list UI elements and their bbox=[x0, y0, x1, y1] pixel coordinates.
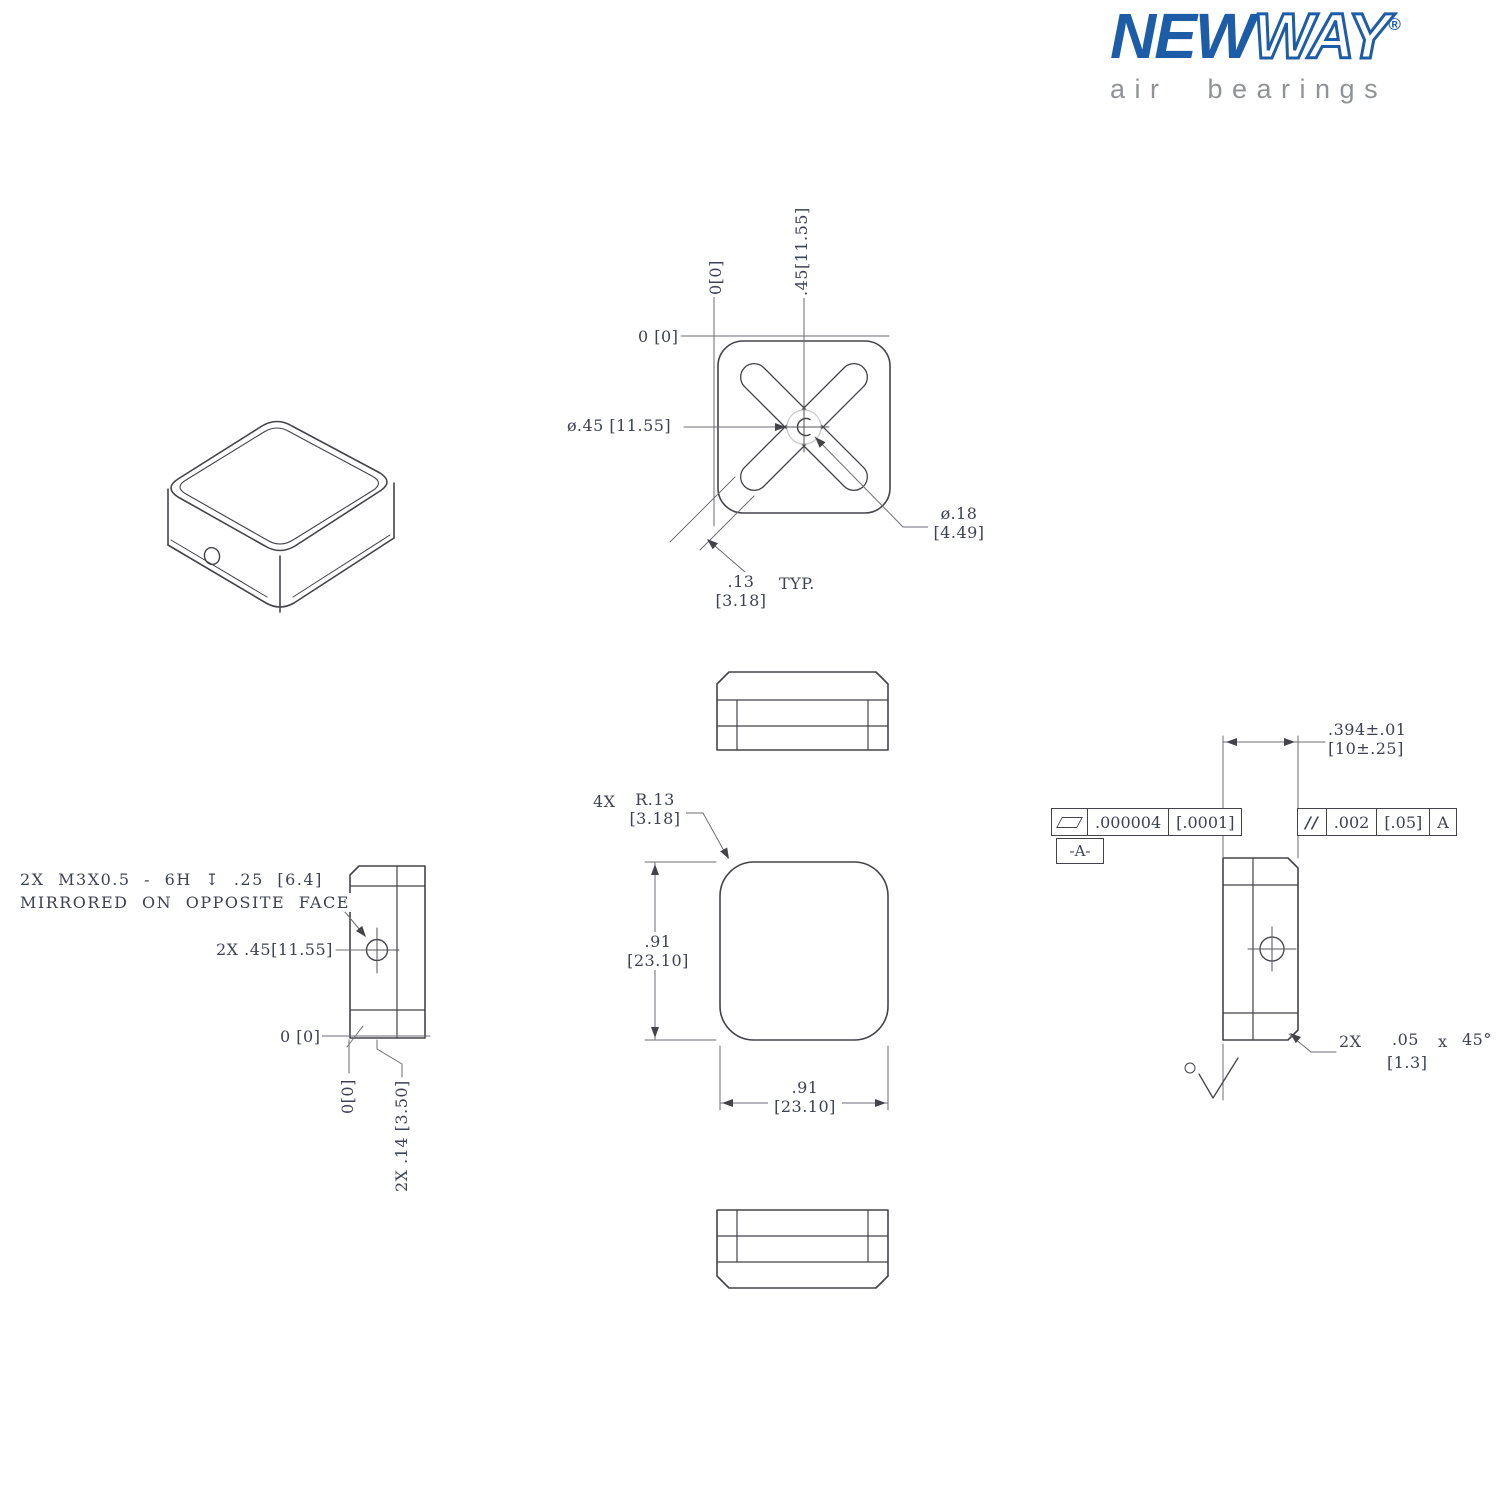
leftview-hole-offset: 2X .14 [3.50] bbox=[392, 1078, 412, 1194]
chamfer-qty: 2X bbox=[1337, 1032, 1364, 1052]
planview-height-dim: .91 [23.10] bbox=[625, 932, 691, 971]
isometric-view-lines bbox=[167, 420, 395, 613]
rightview-thickness-dim: .394±.01 [10±.25] bbox=[1326, 720, 1407, 759]
logo-way-text: WAY bbox=[1252, 0, 1392, 72]
parallelism-control-frame: // .002 [.05] A bbox=[1297, 808, 1457, 836]
chamfer-size: .05 bbox=[1390, 1030, 1421, 1050]
right-view-dimension-lines bbox=[1222, 735, 1337, 1101]
surface-finish-icon bbox=[1184, 1057, 1239, 1099]
topview-ordinate-zero-vertical: 0[0] bbox=[706, 258, 726, 297]
topview-ordinate-zero-horizontal: 0 [0] bbox=[636, 327, 681, 347]
dimension-arrowheads bbox=[355, 423, 1301, 1107]
back-view-lines bbox=[716, 1209, 889, 1289]
topview-counterbore-dia: ø.45 [11.55] bbox=[565, 416, 674, 436]
topview-hole-x-position: .45[11.55] bbox=[792, 205, 812, 298]
right-view-lines bbox=[1222, 857, 1299, 1041]
flatness-icon bbox=[1052, 809, 1087, 835]
left-view-lines bbox=[349, 865, 426, 1039]
leftview-ordinate-zero-vertical: 0[0] bbox=[338, 1077, 358, 1116]
plan-view-lines bbox=[719, 861, 889, 1041]
target-crosshair-icon bbox=[1247, 926, 1297, 972]
planview-width-dim: .91 [23.10] bbox=[768, 1078, 842, 1117]
chamfer-by: x bbox=[1436, 1032, 1450, 1052]
flatness-value-mm: [.0001] bbox=[1168, 809, 1241, 835]
newway-logo: NEWWAY® air bearings bbox=[1110, 3, 1401, 105]
leftview-thread-note: 2X M3X0.5 - 6H ↧ .25 [6.4] bbox=[18, 870, 325, 890]
flatness-value: .000004 bbox=[1087, 809, 1168, 835]
flatness-control-frame: .000004 [.0001] bbox=[1051, 808, 1243, 836]
parallelism-value: .002 bbox=[1325, 809, 1377, 835]
leftview-thread-note-2: MIRRORED ON OPPOSITE FACE bbox=[18, 893, 352, 913]
logo-tagline: air bearings bbox=[1110, 74, 1388, 104]
parallelism-icon: // bbox=[1305, 812, 1319, 832]
chamfer-angle: 45° bbox=[1460, 1030, 1494, 1050]
logo-new-text: NEW bbox=[1110, 0, 1255, 72]
iso-side-hole bbox=[203, 546, 221, 566]
newway-wordmark: NEWWAY® bbox=[1110, 3, 1401, 70]
front-view-lines bbox=[716, 671, 889, 751]
left-view-dimension-lines bbox=[306, 893, 431, 1078]
topview-orifice-dia: ø.18 [4.49] bbox=[928, 504, 990, 543]
parallelism-datum-ref: A bbox=[1429, 809, 1456, 835]
registered-mark: ® bbox=[1388, 15, 1401, 34]
datum-a-flag: -A- bbox=[1056, 838, 1104, 864]
planview-radius-qty: 4X bbox=[591, 792, 618, 812]
plan-view-dimension-lines bbox=[644, 812, 889, 1111]
top-view-dimension-lines bbox=[669, 294, 930, 573]
planview-corner-radius: R.13 [3.18] bbox=[624, 790, 686, 829]
leftview-ordinate-zero-horizontal: 0 [0] bbox=[278, 1027, 323, 1047]
chamfer-size-mm: [1.3] bbox=[1385, 1053, 1430, 1073]
topview-groove-typ: TYP. bbox=[777, 574, 817, 594]
center-crosshair-icon bbox=[778, 401, 830, 453]
topview-groove-width: .13 [3.18] bbox=[712, 572, 770, 611]
parallelism-value-mm: [.05] bbox=[1376, 809, 1429, 835]
leftview-hole-spacing: 2X .45[11.55] bbox=[214, 940, 335, 960]
